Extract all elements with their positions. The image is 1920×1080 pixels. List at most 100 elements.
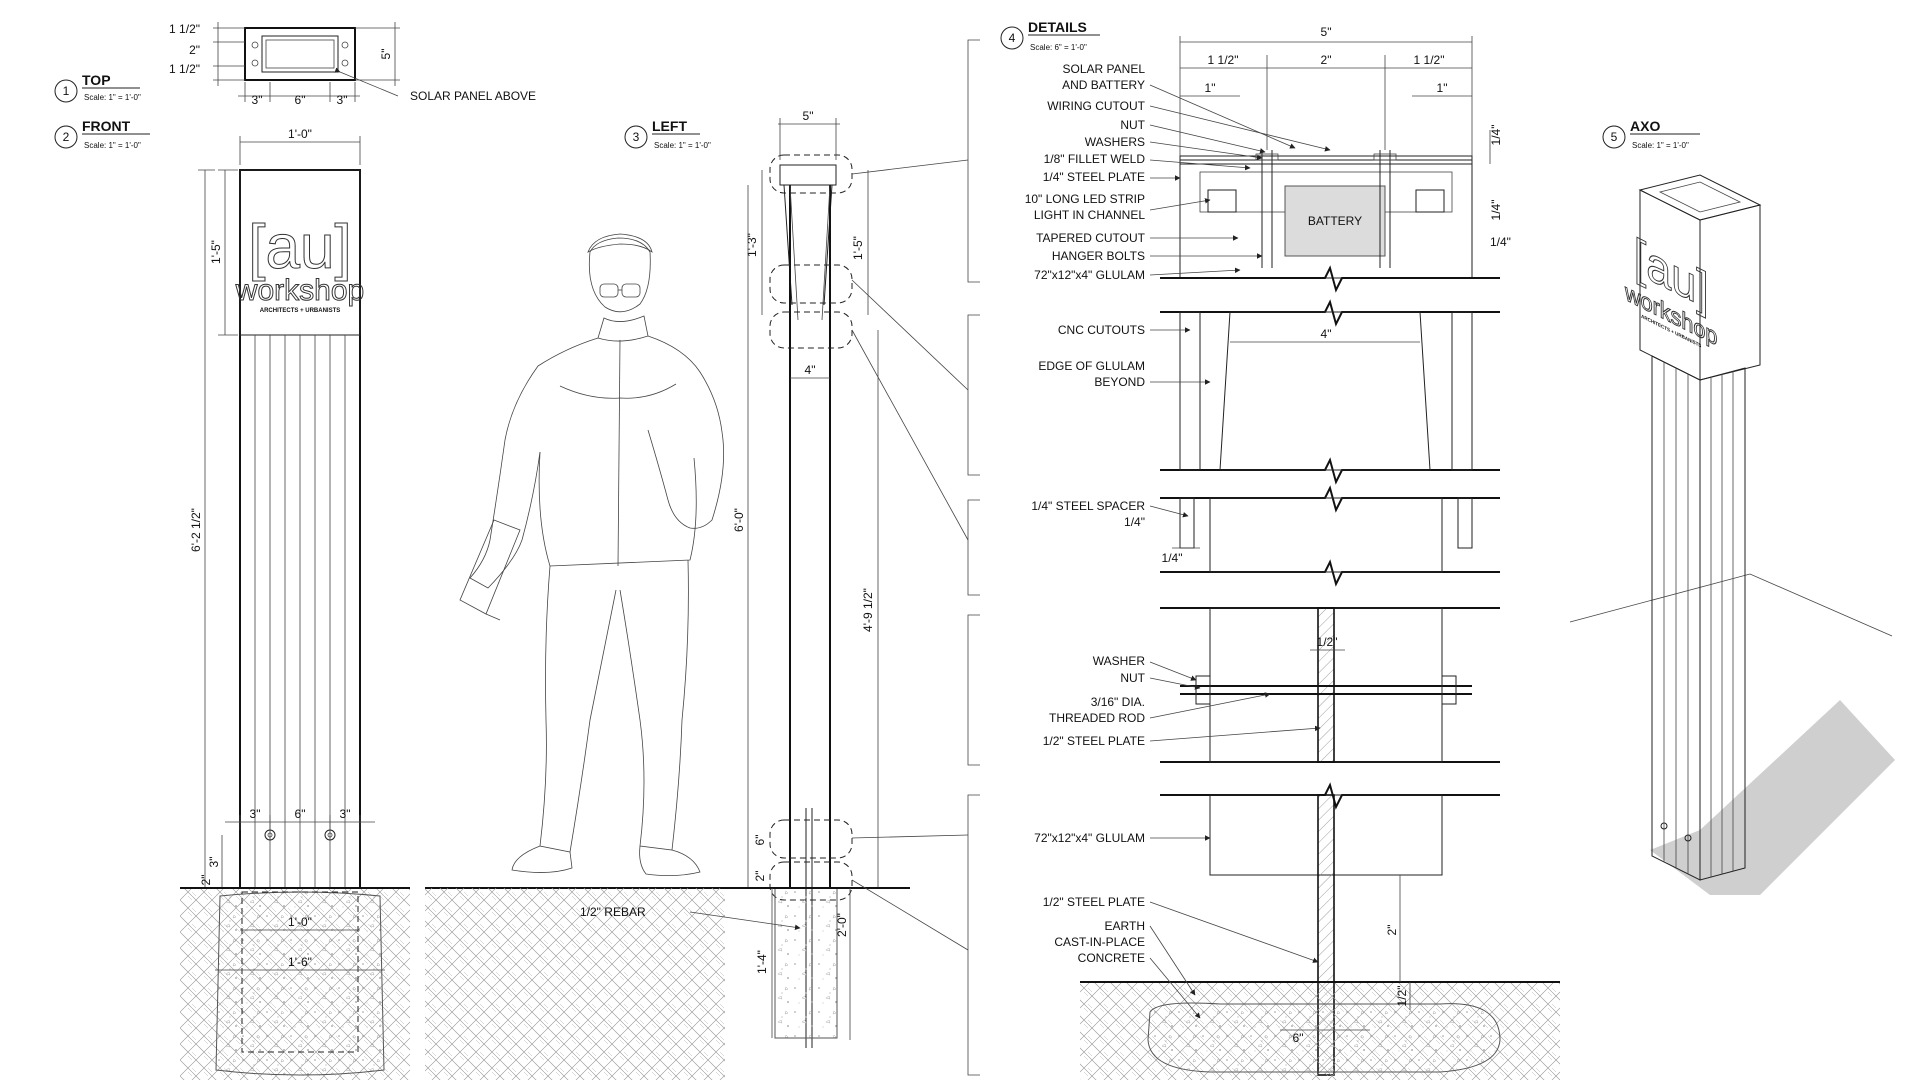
left-dim-2: 2" <box>753 871 767 882</box>
svg-text:DETAILS: DETAILS <box>1028 19 1087 35</box>
svg-text:1": 1" <box>1205 81 1216 95</box>
svg-text:Scale: 1" = 1'-0": Scale: 1" = 1'-0" <box>1632 141 1689 150</box>
svg-text:Scale: 1" = 1'-0": Scale: 1" = 1'-0" <box>84 93 141 102</box>
top-callout-solar: SOLAR PANEL ABOVE <box>410 89 536 103</box>
top-dim-left-2: 2" <box>189 43 200 57</box>
front-dim-bolt-3: 3" <box>340 807 351 821</box>
svg-text:1/4": 1/4" <box>1489 200 1503 221</box>
front-dim-bolt-2: 6" <box>295 807 306 821</box>
top-dim-left-3: 1 1/2" <box>169 62 200 76</box>
front-dim-bolt-1: 3" <box>250 807 261 821</box>
view-title-top: 1 TOP Scale: 1" = 1'-0" <box>54 72 141 103</box>
svg-text:1/4" STEEL PLATE: 1/4" STEEL PLATE <box>1043 170 1145 184</box>
left-dim-1-3: 1'-3" <box>745 233 759 257</box>
svg-text:WASHERS: WASHERS <box>1085 135 1145 149</box>
left-dim-6: 6" <box>753 835 767 846</box>
svg-text:CAST-IN-PLACE: CAST-IN-PLACE <box>1054 935 1145 949</box>
left-callout-rebar: 1/2" REBAR <box>580 905 646 919</box>
left-dim-1-5: 1'-5" <box>851 236 865 260</box>
top-dim-bottom-3: 3" <box>337 93 348 107</box>
svg-text:NUT: NUT <box>1120 671 1145 685</box>
front-dim-2: 2" <box>199 875 213 886</box>
view-title-left: 3 LEFT Scale: 1" = 1'-0" <box>624 118 711 150</box>
top-dim-left-1: 1 1/2" <box>169 22 200 36</box>
front-dim-post-height: 6'-2 1/2" <box>189 508 203 552</box>
svg-text:BEYOND: BEYOND <box>1094 375 1145 389</box>
left-dim-6-0: 6'-0" <box>732 508 746 532</box>
front-dim-width: 1'-0" <box>288 127 312 141</box>
svg-text:1/2": 1/2" <box>1395 986 1409 1007</box>
svg-text:NUT: NUT <box>1120 118 1145 132</box>
svg-text:72"x12"x4" GLULAM: 72"x12"x4" GLULAM <box>1034 831 1145 845</box>
svg-text:TAPERED CUTOUT: TAPERED CUTOUT <box>1036 231 1146 245</box>
front-logo: [au] workshop ARCHITECTS + URBANISTS <box>234 213 364 315</box>
front-dim-footing-1: 1'-0" <box>288 915 312 929</box>
view-title-front: 2 FRONT Scale: 1" = 1'-0" <box>54 118 150 150</box>
top-dim-bottom-1: 3" <box>252 93 263 107</box>
scale-figure <box>459 233 725 876</box>
svg-text:WASHER: WASHER <box>1093 654 1146 668</box>
top-view: 1 1/2" 2" 1 1/2" 5" 3" 6" 3" SOLAR PANEL… <box>169 22 536 107</box>
svg-text:LIGHT IN CHANNEL: LIGHT IN CHANNEL <box>1034 208 1145 222</box>
svg-text:1/4": 1/4" <box>1124 515 1145 529</box>
svg-text:3/16" DIA.: 3/16" DIA. <box>1091 695 1145 709</box>
svg-text:1/4": 1/4" <box>1162 551 1183 565</box>
left-dim-1-4: 1'-4" <box>755 950 769 974</box>
svg-text:WIRING CUTOUT: WIRING CUTOUT <box>1047 99 1145 113</box>
svg-text:workshop: workshop <box>235 274 364 307</box>
svg-text:EARTH: EARTH <box>1105 919 1145 933</box>
svg-text:1/4" STEEL SPACER: 1/4" STEEL SPACER <box>1031 499 1145 513</box>
detail-section-4: 1/2" WASHER NUT 3/16" DIA. THREADED ROD … <box>1043 607 1500 763</box>
detail-section-1: 5" 1 1/2" 2" 1 1/2" 1" 1" BATTERY <box>1025 25 1511 293</box>
svg-text:FRONT: FRONT <box>82 118 131 134</box>
svg-text:5": 5" <box>1321 25 1332 39</box>
svg-text:10" LONG LED STRIP: 10" LONG LED STRIP <box>1025 192 1145 206</box>
svg-text:5: 5 <box>1611 130 1618 144</box>
left-dim-width-post: 4" <box>805 363 816 377</box>
front-dim-3: 3" <box>207 857 221 868</box>
svg-text:BATTERY: BATTERY <box>1308 214 1362 228</box>
svg-text:AND BATTERY: AND BATTERY <box>1062 78 1145 92</box>
svg-text:2": 2" <box>1321 53 1332 67</box>
svg-text:6": 6" <box>1293 1031 1304 1045</box>
svg-text:72"x12"x4" GLULAM: 72"x12"x4" GLULAM <box>1034 268 1145 282</box>
svg-text:AXO: AXO <box>1630 118 1660 134</box>
svg-text:1": 1" <box>1437 81 1448 95</box>
svg-text:1 1/2": 1 1/2" <box>1208 53 1239 67</box>
svg-text:4": 4" <box>1321 327 1332 341</box>
svg-text:1/2" STEEL PLATE: 1/2" STEEL PLATE <box>1043 895 1145 909</box>
detail-section-5: 2" 1/2" 6" 72"x12"x4" GLULAM 1/2" STEEL … <box>1034 782 1560 1080</box>
axo-logo: [au] workshop ARCHITECTS + URBANISTS <box>1624 227 1718 353</box>
svg-text:HANGER BOLTS: HANGER BOLTS <box>1052 249 1145 263</box>
svg-text:ARCHITECTS + URBANISTS: ARCHITECTS + URBANISTS <box>260 308 341 314</box>
front-view: [au] workshop ARCHITECTS + URBANISTS 1'-… <box>180 127 410 1080</box>
svg-text:1/4": 1/4" <box>1489 125 1503 146</box>
details-view: 5" 1 1/2" 2" 1 1/2" 1" 1" BATTERY <box>967 25 1560 1080</box>
top-dim-right: 5" <box>379 49 393 60</box>
svg-text:EDGE OF GLULAM: EDGE OF GLULAM <box>1038 359 1145 373</box>
svg-text:1: 1 <box>63 84 70 98</box>
svg-text:[au]: [au] <box>248 213 351 282</box>
svg-text:TOP: TOP <box>82 72 111 88</box>
svg-text:THREADED ROD: THREADED ROD <box>1049 711 1145 725</box>
svg-text:4: 4 <box>1009 31 1016 45</box>
svg-text:CNC CUTOUTS: CNC CUTOUTS <box>1058 323 1145 337</box>
detail-section-3: 1/4" STEEL SPACER 1/4" 1/4" <box>1031 485 1500 587</box>
detail-section-2: 4" CNC CUTOUTS EDGE OF GLULAM BEYOND <box>1038 299 1500 485</box>
svg-text:1 1/2": 1 1/2" <box>1414 53 1445 67</box>
svg-text:Scale: 1" = 1'-0": Scale: 1" = 1'-0" <box>654 141 711 150</box>
left-dim-4-9: 4'-9 1/2" <box>861 588 875 632</box>
svg-text:1/8" FILLET WELD: 1/8" FILLET WELD <box>1044 152 1146 166</box>
view-title-axo: 5 AXO Scale: 1" = 1'-0" <box>1602 118 1700 150</box>
svg-text:SOLAR PANEL: SOLAR PANEL <box>1063 62 1146 76</box>
svg-text:Scale: 1" = 1'-0": Scale: 1" = 1'-0" <box>84 141 141 150</box>
svg-text:3: 3 <box>633 130 640 144</box>
left-dim-width-top: 5" <box>803 109 814 123</box>
figure-ground <box>425 888 725 1080</box>
left-view: 5" 1'-3" 1'-5" 4" 6'-0" 4'-9 1/2" 6" 2" … <box>580 109 969 1048</box>
left-dim-2-0: 2'-0" <box>835 913 849 937</box>
front-dim-footing-2: 1'-6" <box>288 955 312 969</box>
top-dim-bottom-2: 6" <box>295 93 306 107</box>
svg-text:LEFT: LEFT <box>652 118 687 134</box>
front-dim-sign-height: 1'-5" <box>209 240 223 264</box>
